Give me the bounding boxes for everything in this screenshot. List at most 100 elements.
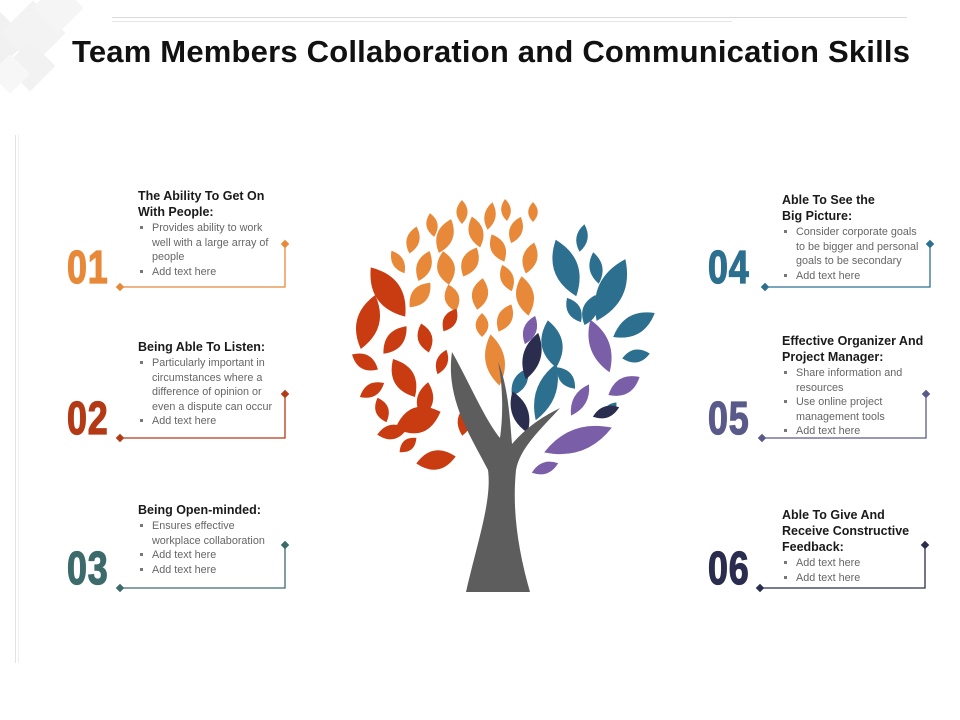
number-03: 03	[66, 541, 109, 594]
number-05: 05	[707, 391, 750, 444]
connector-marker	[280, 540, 290, 550]
leaf	[456, 200, 468, 224]
item-05-bullet: Share information and resources	[784, 366, 924, 395]
corner-decoration	[0, 0, 84, 94]
connector-line	[120, 545, 286, 589]
leaf	[409, 282, 431, 308]
connector-line	[760, 545, 926, 589]
item-05-bullet: Add text here	[784, 424, 924, 439]
leaf	[437, 251, 455, 285]
header-rule	[112, 17, 907, 18]
item-02-heading: Being Able To Listen:	[138, 340, 266, 354]
leaf	[442, 308, 458, 332]
leaf	[588, 319, 612, 373]
leaf	[501, 199, 511, 221]
page-title: Team Members Collaboration and Communica…	[72, 34, 911, 69]
leaf	[500, 264, 514, 292]
leaf	[511, 368, 529, 396]
leaf	[510, 391, 530, 433]
item-02: Being Able To Listen: Particularly impor…	[138, 339, 278, 429]
leaf	[522, 332, 542, 380]
leaf	[426, 213, 438, 237]
leaf	[496, 304, 514, 332]
connector-marker	[115, 583, 125, 593]
leaf	[516, 276, 534, 316]
leaf	[377, 424, 407, 440]
leaf	[359, 382, 385, 398]
leaf	[622, 349, 650, 363]
leaf	[613, 312, 655, 338]
leaf	[370, 267, 406, 317]
item-01-bullet: Add text here	[140, 265, 278, 280]
item-04-bullet: Consider corporate goals to be bigger an…	[784, 225, 924, 269]
leaf	[544, 425, 612, 455]
item-03: Being Open-minded: Ensures effective wor…	[138, 502, 278, 577]
connector-line	[762, 394, 927, 439]
leaf	[395, 406, 441, 434]
leaf	[576, 224, 588, 252]
leaf	[570, 384, 590, 416]
connector-line	[765, 244, 931, 288]
header-rule-secondary	[112, 21, 732, 22]
leaf	[556, 367, 576, 389]
connector-marker	[921, 389, 931, 399]
connector-marker	[760, 282, 770, 292]
number-02: 02	[66, 391, 109, 444]
leaf	[406, 226, 420, 254]
number-04: 04	[707, 240, 750, 293]
left-rule	[15, 135, 16, 663]
leaf	[522, 242, 538, 274]
leaf	[391, 358, 417, 398]
item-06-bullet: Add text here	[784, 571, 924, 586]
leaf	[509, 216, 523, 244]
item-06-bullet: Add text here	[784, 556, 924, 571]
leaf	[552, 239, 580, 297]
leaf	[592, 405, 620, 419]
connector-marker	[925, 239, 935, 249]
left-rule-secondary	[18, 135, 19, 663]
connector-marker	[757, 433, 767, 443]
leaf	[528, 202, 538, 222]
item-03-bullet: Add text here	[140, 563, 278, 578]
leaf	[417, 323, 433, 353]
leaf	[531, 461, 559, 475]
leaf	[534, 363, 558, 421]
connector-marker	[920, 540, 930, 550]
leaf	[416, 450, 456, 470]
leaf	[566, 297, 582, 323]
number-01: 01	[66, 240, 109, 293]
leaf	[399, 437, 417, 453]
connector-line	[120, 394, 286, 439]
leaf	[594, 259, 628, 321]
leaf	[582, 294, 598, 326]
leaf	[541, 320, 563, 368]
connector-marker	[755, 583, 765, 593]
leaf	[522, 315, 538, 345]
number-06: 06	[707, 541, 750, 594]
connector-line	[120, 244, 286, 288]
leaf	[444, 284, 460, 312]
connector-marker	[280, 239, 290, 249]
item-03-bullet: Add text here	[140, 548, 278, 563]
leaf	[461, 247, 479, 277]
item-03-heading: Being Open-minded:	[138, 503, 261, 517]
leaf	[391, 250, 405, 274]
leaf	[355, 294, 381, 350]
leaf	[352, 353, 378, 371]
item-03-bullet: Ensures effective workplace collaboratio…	[140, 519, 278, 548]
leaf	[608, 376, 640, 396]
leaf	[484, 202, 496, 230]
leaf	[435, 349, 449, 375]
leaf	[489, 234, 507, 262]
leaf	[468, 216, 484, 248]
